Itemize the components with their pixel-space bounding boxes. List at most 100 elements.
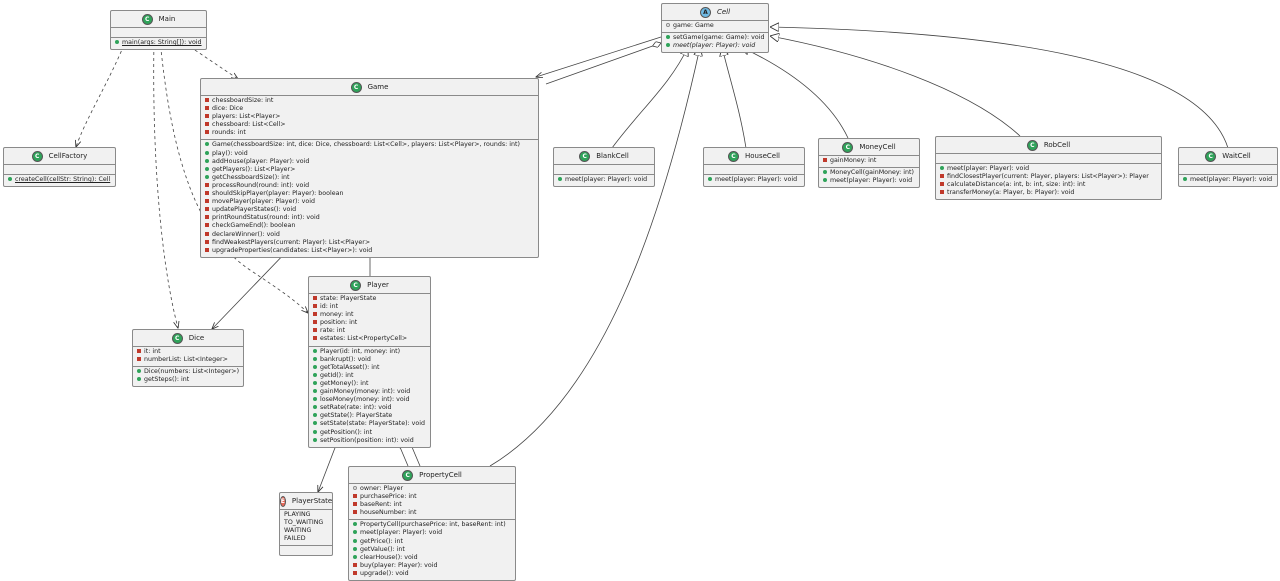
member-text: setPosition(position: int): void — [320, 436, 414, 444]
private-visibility-icon — [353, 502, 357, 507]
member-row: getPrice(): int — [353, 538, 511, 546]
member-row: upgradeProperties(candidates: List<Playe… — [205, 247, 534, 255]
member-row: chessboardSize: int — [205, 97, 534, 105]
private-visibility-icon — [353, 570, 357, 575]
class-type-icon: C — [727, 150, 739, 162]
public-visibility-icon — [115, 40, 119, 44]
member-text: loseMoney(money: int): void — [320, 396, 410, 404]
member-row: updatePlayerStates(): void — [205, 206, 534, 214]
private-visibility-icon — [205, 247, 209, 252]
private-visibility-icon — [205, 215, 209, 220]
edge-game-dice — [212, 247, 291, 329]
public-visibility-icon — [205, 142, 209, 147]
fields-section — [111, 28, 206, 38]
member-text: Game(chessboardSize: int, dice: Dice, ch… — [212, 141, 520, 149]
member-text: getSteps(): int — [144, 376, 190, 384]
member-text: estates: List<PropertyCell> — [320, 335, 408, 343]
member-row: upgrade(): void — [353, 570, 511, 578]
member-row: processRound(round: int): void — [205, 182, 534, 190]
edge-blankcell-cell — [611, 47, 688, 149]
member-text: getValue(): int — [360, 545, 405, 553]
public-visibility-icon — [313, 364, 317, 369]
public-visibility-icon — [205, 166, 209, 171]
private-visibility-icon — [205, 207, 209, 212]
member-row: PropertyCell(purchasePrice: int, baseRen… — [353, 521, 511, 529]
public-visibility-icon — [1183, 177, 1187, 181]
methods-section: Game(chessboardSize: int, dice: Dice, ch… — [201, 140, 538, 256]
private-visibility-icon — [205, 114, 209, 119]
private-visibility-icon — [205, 199, 209, 204]
member-text: rounds: int — [212, 129, 246, 137]
public-visibility-icon — [940, 166, 944, 170]
public-visibility-icon — [313, 348, 317, 353]
member-row: buy(player: Player): void — [353, 562, 511, 570]
private-visibility-icon — [205, 182, 209, 187]
member-row: dice: Dice — [205, 105, 534, 113]
member-row: movePlayer(player: Player): void — [205, 198, 534, 206]
enum-value: TO_WAITING — [284, 519, 324, 527]
member-row: getPosition(): int — [313, 429, 426, 437]
private-visibility-icon — [205, 231, 209, 236]
methods-section: meet(player: Player): void — [554, 175, 654, 186]
private-visibility-icon — [940, 190, 944, 195]
public-visibility-icon — [313, 356, 317, 361]
member-row: game: Game — [666, 22, 764, 30]
private-visibility-icon — [205, 223, 209, 228]
methods-section: meet(player: Player): void — [704, 175, 804, 186]
class-name: PlayerState — [291, 496, 333, 505]
private-visibility-icon — [313, 304, 317, 309]
member-text: findWeakestPlayers(current: Player): Lis… — [212, 238, 371, 246]
member-text: gainMoney: int — [830, 157, 877, 164]
member-text: clearHouse(): void — [360, 553, 418, 561]
public-visibility-icon — [353, 546, 357, 551]
class-type-icon: C — [171, 332, 183, 344]
member-text: getState(): PlayerState — [320, 412, 393, 420]
member-row: meet(player: Player): void — [940, 165, 1157, 173]
member-row: addHouse(player: Player): void — [205, 158, 534, 166]
public-visibility-icon — [137, 369, 141, 374]
member-text: chessboard: List<Cell> — [212, 121, 286, 129]
member-row: setPosition(position: int): void — [313, 437, 426, 445]
member-text: game: Game — [673, 22, 714, 29]
member-row: play(): void — [205, 150, 534, 158]
member-text: movePlayer(player: Player): void — [212, 198, 315, 206]
public-visibility-icon — [558, 177, 562, 181]
member-text: rate: int — [320, 327, 346, 335]
enum-type-icon: E — [279, 495, 286, 507]
class-name: PropertyCell — [419, 470, 462, 479]
class-type-icon: C — [1205, 150, 1217, 162]
member-row: bankrupt(): void — [313, 356, 426, 364]
class-name: Main — [158, 14, 176, 23]
protected-visibility-icon — [353, 486, 357, 490]
public-visibility-icon — [708, 177, 712, 181]
public-visibility-icon — [8, 177, 12, 181]
member-row: id: int — [313, 303, 426, 311]
member-row: position: int — [313, 319, 426, 327]
class-type-icon: C — [31, 150, 43, 162]
member-text: updatePlayerStates(): void — [212, 206, 297, 214]
member-text: dice: Dice — [212, 105, 244, 113]
member-text: gainMoney(money: int): void — [320, 388, 411, 396]
